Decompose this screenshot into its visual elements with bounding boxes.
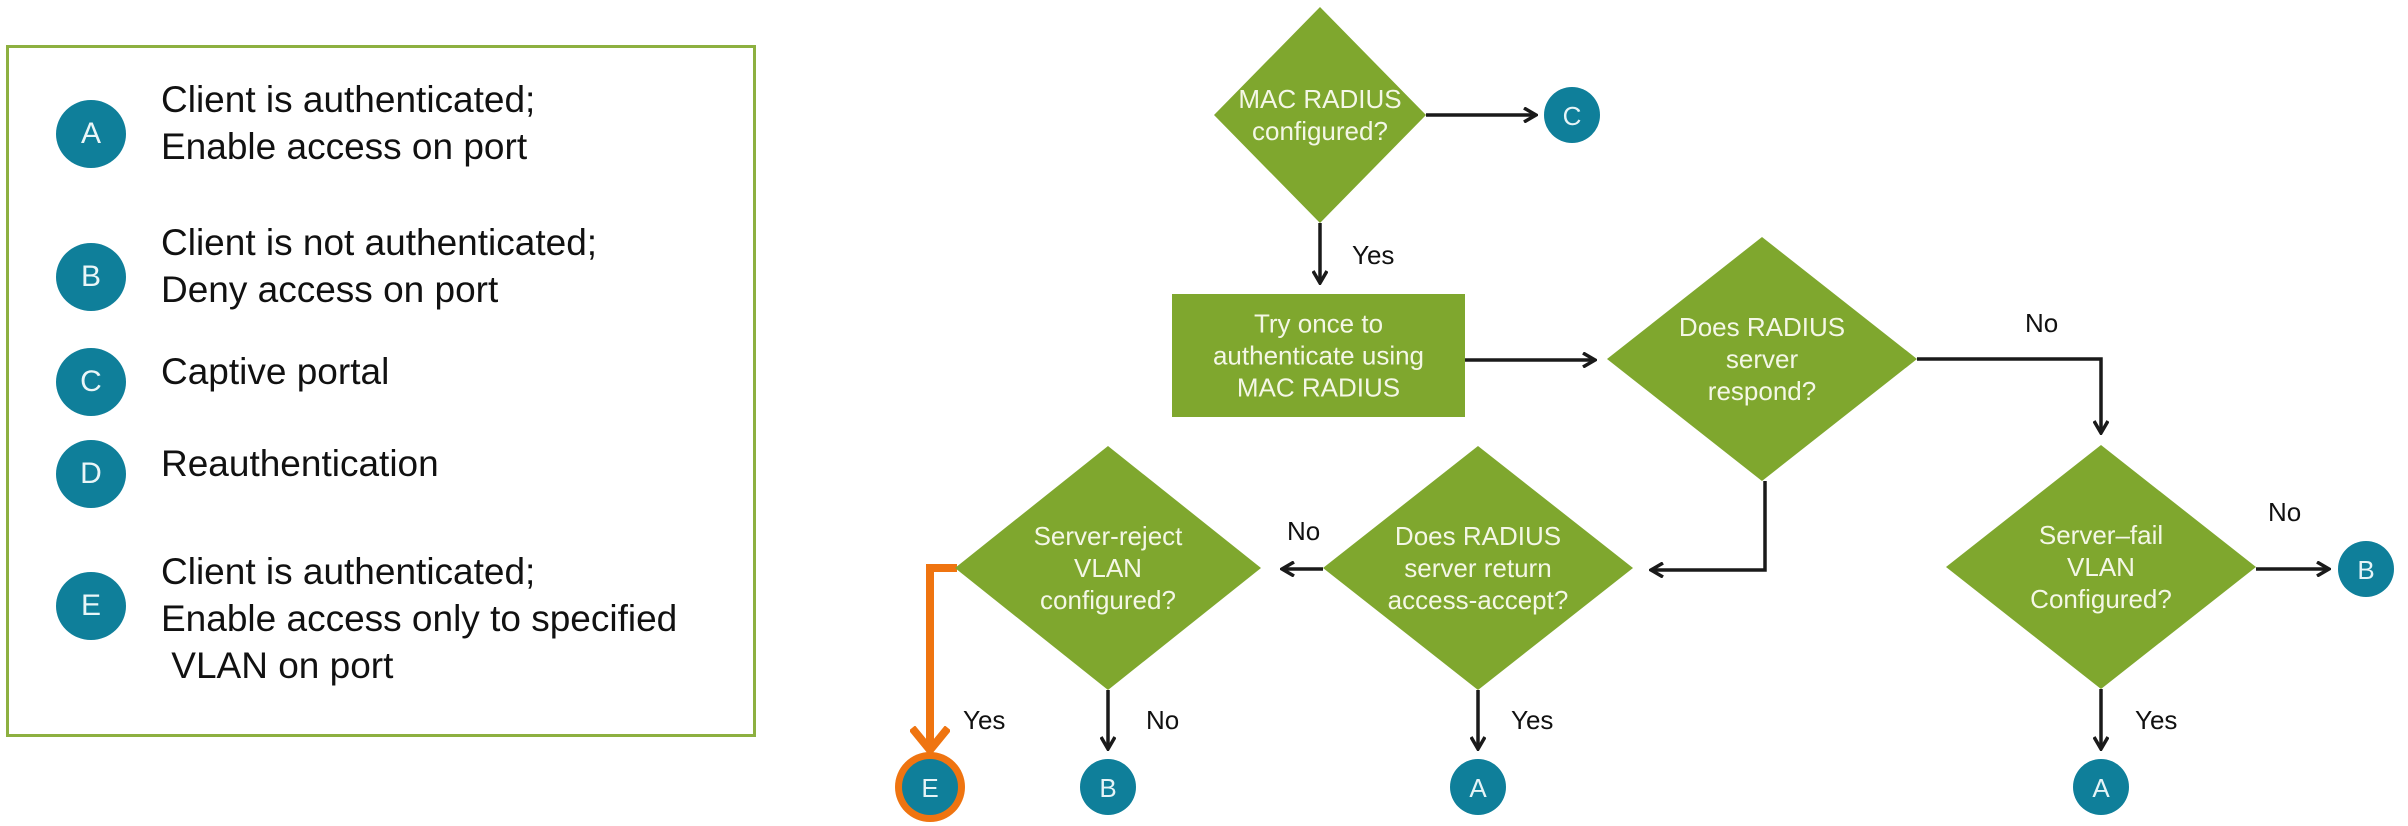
legend-badge: D: [56, 440, 126, 508]
edge-arrow: [1652, 481, 1767, 570]
decision-diamond: [1323, 446, 1633, 690]
edge-label-no: No: [2268, 497, 2301, 527]
node-label-line: Does RADIUS: [1395, 521, 1561, 551]
node-label-line: VLAN: [2067, 552, 2135, 582]
legend-description: Reauthentication: [161, 440, 439, 487]
legend-description-line: Client is not authenticated;: [161, 222, 598, 263]
edge-label-yes: Yes: [2135, 705, 2177, 735]
legend-description-line: Deny access on port: [161, 269, 499, 310]
terminal-letter: B: [1099, 773, 1116, 803]
legend-description-line: VLAN on port: [161, 645, 394, 686]
node-label-line: server return: [1404, 553, 1551, 583]
legend-description-line: Captive portal: [161, 351, 390, 392]
legend-description: Client is not authenticated; Deny access …: [161, 219, 597, 313]
legend-description: Captive portal: [161, 348, 389, 395]
node-label-line: authenticate using: [1213, 341, 1424, 371]
terminal-circle: [1450, 759, 1506, 815]
edge-label-yes: Yes: [1511, 705, 1553, 735]
legend-description: Client is authenticated; Enable access on…: [161, 76, 535, 170]
legend-badge: C: [56, 348, 126, 416]
terminal-b: B: [1080, 759, 1136, 815]
terminal-a: A: [2073, 759, 2129, 815]
node-label-line: Try once to: [1254, 309, 1383, 339]
legend-badge: B: [56, 243, 126, 311]
terminal-circle: [2073, 759, 2129, 815]
edge-label-no: No: [1146, 705, 1179, 735]
legend-description-line: Reauthentication: [161, 443, 439, 484]
node-label-line: Server-reject: [1034, 521, 1184, 551]
node-label-line: MAC RADIUS: [1237, 373, 1400, 403]
terminal-b: B: [2338, 541, 2394, 597]
decision-diamond: [1214, 7, 1426, 223]
node-label-line: Configured?: [2030, 584, 2172, 614]
node-label-line: VLAN: [1074, 553, 1142, 583]
terminal-e: E: [895, 752, 965, 822]
legend-description: Client is authenticated; Enable access on…: [161, 548, 677, 689]
legend-description-line: Enable access only to specified: [161, 598, 678, 639]
terminal-letter: E: [921, 773, 938, 803]
edge-arrow-highlighted: [930, 564, 957, 748]
decision-diamond: [1607, 237, 1917, 481]
terminal-a: A: [1450, 759, 1506, 815]
legend-badge: E: [56, 572, 126, 640]
terminal-letter: C: [1563, 101, 1582, 131]
node-label-line: configured?: [1252, 116, 1388, 146]
terminal-circle: [1080, 759, 1136, 815]
decision-diamond: [955, 446, 1261, 690]
node-label-line: MAC RADIUS: [1238, 84, 1401, 114]
node-label-line: respond?: [1708, 376, 1816, 406]
legend-box: A Client is authenticated; Enable access o…: [6, 45, 756, 737]
node-label-line: Does RADIUS: [1679, 312, 1845, 342]
edge-label-yes: Yes: [963, 705, 1005, 735]
node-label-line: Server–fail: [2039, 520, 2163, 550]
terminal-c: C: [1544, 87, 1600, 143]
process-box: [1172, 294, 1465, 417]
terminal-circle: [1544, 87, 1600, 143]
terminal-letter: A: [1469, 773, 1487, 803]
decision-diamond: [1946, 445, 2256, 689]
legend-description-line: Enable access on port: [161, 126, 528, 167]
node-label-line: server: [1726, 344, 1799, 374]
terminal-letter: B: [2357, 555, 2374, 585]
node-label-line: access-accept?: [1388, 585, 1569, 615]
node-label-line: configured?: [1040, 585, 1176, 615]
edge-label-yes: Yes: [1352, 240, 1394, 270]
edge-label-no: No: [1287, 516, 1320, 546]
terminal-circle: [902, 759, 958, 815]
terminal-circle: [2338, 541, 2394, 597]
edge-label-no: No: [2025, 308, 2058, 338]
edge-arrow: [1917, 357, 2101, 432]
legend-description-line: Client is authenticated;: [161, 79, 536, 120]
legend-badge: A: [56, 100, 126, 168]
legend-description-line: Client is authenticated;: [161, 551, 536, 592]
terminal-letter: A: [2092, 773, 2110, 803]
